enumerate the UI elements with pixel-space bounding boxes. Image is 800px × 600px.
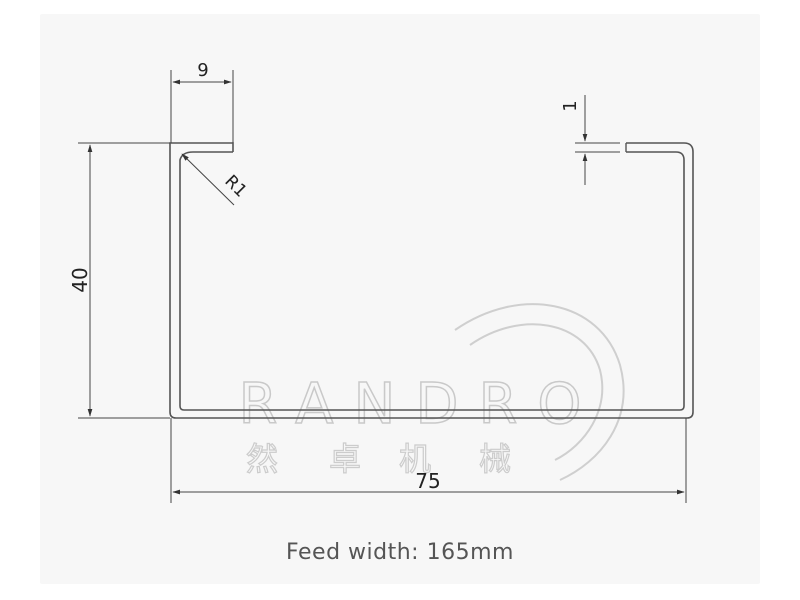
- watermark-brand: RANDRO: [239, 372, 602, 437]
- watermark-chinese-3: 机: [399, 440, 431, 478]
- lip-width-label: 9: [197, 60, 208, 81]
- feed-width-caption: Feed width: 165mm: [286, 540, 514, 565]
- lip-thickness-dimension: [575, 95, 620, 185]
- lip-thickness-label: 1: [560, 100, 581, 111]
- watermark-chinese-2: 卓: [329, 440, 361, 478]
- bend-radius-leader: [181, 153, 235, 206]
- height-label: 40: [68, 267, 92, 292]
- lip-width-dimension: [170, 70, 234, 143]
- width-dimension: [170, 418, 687, 503]
- drawing-panel: [40, 14, 760, 584]
- watermark-chinese-4: 械: [479, 440, 511, 478]
- watermark-chinese-1: 然: [246, 440, 278, 478]
- bend-radius-label: R1: [220, 171, 250, 201]
- profile-outer-line: [169, 142, 694, 419]
- height-dimension: [78, 142, 170, 419]
- watermark-swoosh: [454, 303, 625, 481]
- width-label: 75: [415, 469, 440, 493]
